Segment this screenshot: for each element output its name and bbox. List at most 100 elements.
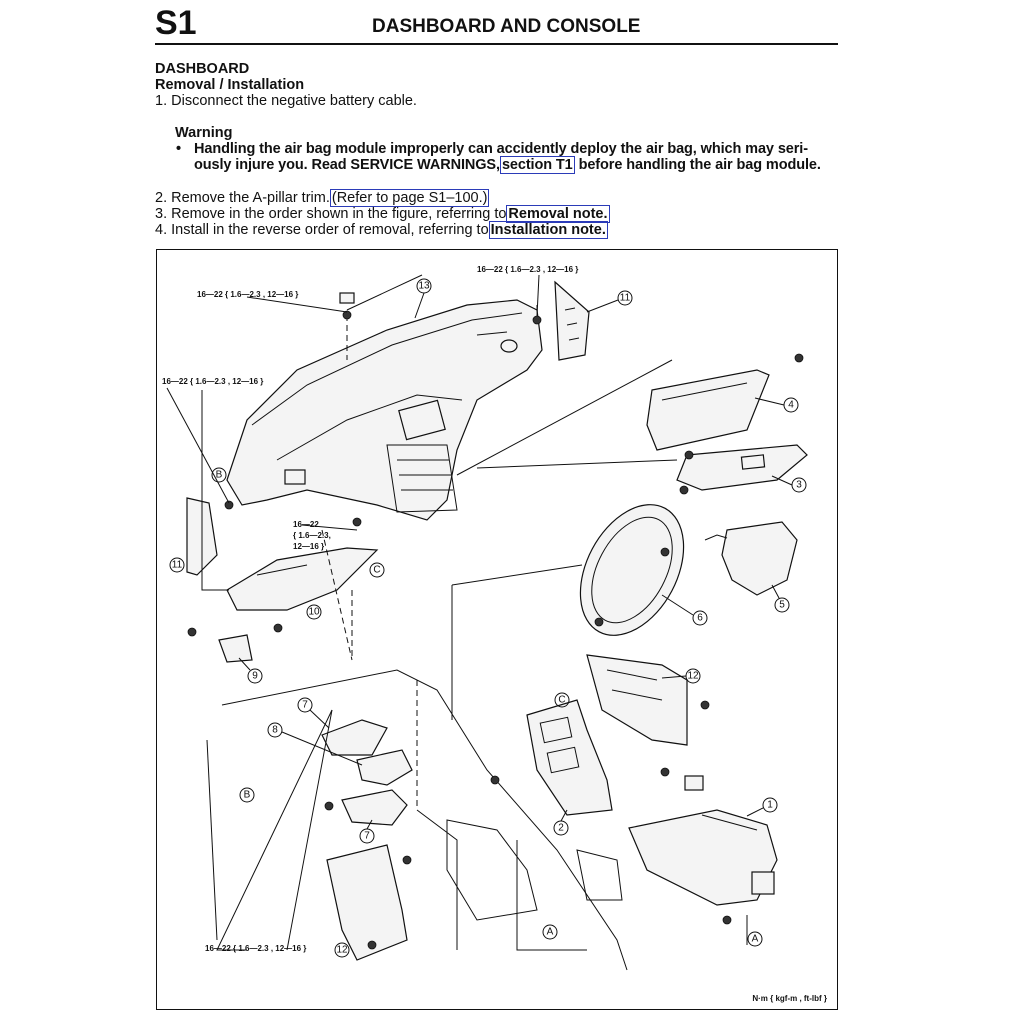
lower-panel: [226, 547, 379, 611]
svg-text:10: 10: [308, 607, 320, 618]
svg-text:7: 7: [302, 700, 308, 711]
clip: [339, 292, 355, 304]
torque-units-note: N·m { kgf-m , ft-lbf }: [752, 994, 827, 1003]
screw: [273, 623, 283, 633]
screw: [660, 767, 670, 777]
torque-label-4: 16—22 { 1.6—2.3 , 12—16 }: [205, 944, 306, 953]
side-panel: [586, 654, 688, 746]
svg-text:12: 12: [336, 945, 348, 956]
marker-a-right: A: [747, 931, 763, 947]
screw: [700, 700, 710, 710]
warning-text-pre: ously injure you. Read SERVICE WARNINGS,: [194, 157, 500, 173]
marker-c-upper: C: [369, 562, 385, 578]
torque-small-1: 16—22: [293, 520, 319, 529]
svg-text:7: 7: [364, 831, 370, 842]
svg-text:13: 13: [418, 281, 430, 292]
bolt: [187, 627, 197, 637]
svg-text:6: 6: [697, 613, 703, 624]
warning-label: Warning: [175, 125, 233, 141]
screw: [490, 775, 500, 785]
steering-wheel: [579, 504, 685, 636]
procedure-subheading: Removal / Installation: [155, 77, 305, 93]
section-heading: DASHBOARD: [155, 61, 250, 77]
bolt: [367, 940, 377, 950]
callout-3: 3: [791, 477, 807, 493]
page-title: DASHBOARD AND CONSOLE: [372, 16, 641, 37]
step-3-text: 3. Remove in the order shown in the figu…: [155, 206, 507, 222]
svg-text:C: C: [373, 565, 380, 576]
svg-text:C: C: [558, 695, 565, 706]
a-pillar-page-link[interactable]: (Refer to page S1–100.): [329, 189, 490, 207]
bolt: [224, 500, 234, 510]
section-t1-link[interactable]: section T1: [499, 156, 575, 174]
torque-label-3: 16—22 { 1.6—2.3 , 12—16 }: [162, 377, 263, 386]
callout-9: 9: [247, 668, 263, 684]
callout-13: 13: [416, 278, 432, 294]
torque-small-3: 12—16 }: [293, 542, 324, 551]
marker-b-lower: B: [239, 787, 255, 803]
torque-label-2: 16—22 { 1.6—2.3 , 12—16 }: [477, 265, 578, 274]
exploded-view-figure: 16—22 { 1.6—2.3 , 12—16 } 16—22 { 1.6—2.…: [156, 249, 838, 1010]
svg-text:1: 1: [767, 800, 773, 811]
screw: [722, 915, 732, 925]
header-rule: [155, 43, 838, 45]
center-panel: [526, 699, 613, 816]
glove-box-lid: [646, 369, 770, 451]
warning-bullet: •: [176, 141, 182, 157]
column-cover-lower: [341, 789, 408, 826]
svg-text:11: 11: [172, 560, 183, 571]
marker-a-left: A: [542, 924, 558, 940]
svg-text:A: A: [547, 927, 554, 938]
marker-c-lower: C: [554, 692, 570, 708]
removal-note-link[interactable]: Removal note.: [506, 205, 610, 223]
step-2: 2. Remove the A-pillar trim.(Refer to pa…: [155, 189, 490, 207]
lower-knee-panel: [326, 844, 408, 961]
center-vent: [398, 399, 446, 441]
svg-text:11: 11: [620, 293, 631, 304]
callout-6: 6: [692, 610, 708, 626]
svg-text:B: B: [244, 790, 251, 801]
warning-line-1: Handling the air bag module improperly c…: [194, 141, 808, 157]
a-pillar-trim-right: [554, 280, 590, 361]
section-number: S1: [155, 4, 197, 42]
callout-11-right: 11: [617, 290, 633, 306]
svg-text:3: 3: [796, 480, 802, 491]
dashboard-panel: [226, 299, 543, 521]
callout-12-left: 12: [334, 942, 350, 958]
step-3: 3. Remove in the order shown in the figu…: [155, 205, 610, 223]
bolt: [532, 315, 542, 325]
callout-10: 10: [306, 604, 322, 620]
air-bag-module: [721, 521, 798, 596]
torque-small-2: { 1.6—2.3,: [293, 531, 331, 540]
bolt: [324, 801, 334, 811]
bracket-part: [218, 634, 253, 663]
svg-text:A: A: [752, 934, 759, 945]
callout-1: 1: [762, 797, 778, 813]
svg-text:4: 4: [788, 400, 794, 411]
step-4: 4. Install in the reverse order of remov…: [155, 221, 608, 239]
floor-tunnel: [221, 669, 628, 971]
callout-5: 5: [774, 597, 790, 613]
svg-text:9: 9: [252, 671, 258, 682]
svg-text:5: 5: [779, 600, 785, 611]
screw: [794, 353, 804, 363]
callout-2: 2: [553, 820, 569, 836]
callout-4: 4: [783, 397, 799, 413]
svg-text:12: 12: [687, 671, 699, 682]
screw: [684, 450, 694, 460]
svg-text:2: 2: [558, 823, 564, 834]
installation-note-link[interactable]: Installation note.: [488, 221, 608, 239]
bolt: [342, 310, 352, 320]
svg-text:8: 8: [272, 725, 278, 736]
combination-switch: [356, 749, 413, 786]
exploded-view-drawing: 16—22 { 1.6—2.3 , 12—16 } 16—22 { 1.6—2.…: [162, 265, 808, 971]
screw: [594, 617, 604, 627]
callout-8: 8: [267, 722, 283, 738]
column-cover-upper: [321, 719, 388, 756]
torque-label-1: 16—22 { 1.6—2.3 , 12—16 }: [197, 290, 298, 299]
callout-7-upper: 7: [297, 697, 313, 713]
step-2-text: 2. Remove the A-pillar trim.: [155, 190, 330, 206]
bolt: [352, 517, 362, 527]
step-4-text: 4. Install in the reverse order of remov…: [155, 222, 489, 238]
marker-b-upper: B: [211, 467, 227, 483]
